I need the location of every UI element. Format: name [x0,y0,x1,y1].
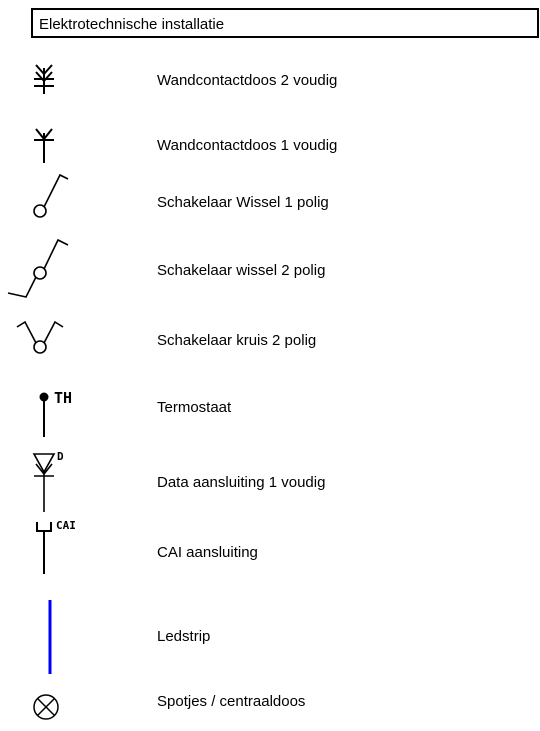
legend-label: Ledstrip [157,628,211,645]
thermostat-tag: TH [54,389,72,407]
spotlight-icon [33,694,59,720]
legend-label: Schakelaar Wissel 1 polig [157,194,329,211]
switch-two-pole-icon [7,238,69,298]
data-outlet-icon: D [32,450,64,512]
legend-item: Wandcontactdoos 1 voudig [0,125,540,165]
ledstrip-icon [48,600,52,674]
legend-item: TH Termostaat [0,387,540,437]
legend-label: CAI aansluiting [157,544,258,561]
legend-title: Elektrotechnische installatie [39,16,225,33]
legend-header: Elektrotechnische installatie [31,8,539,38]
legend-label: Data aansluiting 1 voudig [157,474,326,491]
legend-item: D Data aansluiting 1 voudig [0,450,540,512]
data-tag: D [57,450,64,463]
legend-label: Spotjes / centraaldoos [157,693,306,710]
legend-item: Schakelaar kruis 2 polig [0,320,540,360]
switch-cross-icon [16,320,64,354]
thermostat-icon: TH [39,389,72,437]
cai-outlet-icon: CAI [36,519,76,574]
legend-label: Wandcontactdoos 1 voudig [157,137,338,154]
legend-item: Ledstrip [0,600,540,674]
legend-label: Schakelaar wissel 2 polig [157,262,326,279]
legend-item: Spotjes / centraaldoos [0,688,540,728]
legend-label: Schakelaar kruis 2 polig [157,332,317,349]
legend-item: Schakelaar Wissel 1 polig [0,173,540,222]
legend-item: CAI CAI aansluiting [0,519,540,574]
legend-item: Wandcontactdoos 2 voudig [0,60,540,100]
cai-tag: CAI [56,519,76,532]
legend-label: Termostaat [157,399,232,416]
legend-label: Wandcontactdoos 2 voudig [157,72,338,89]
wall-socket-double-icon [34,64,54,94]
switch-single-pole-icon [33,173,69,218]
legend-item: Schakelaar wissel 2 polig [0,238,540,298]
wall-socket-single-icon [34,128,54,163]
